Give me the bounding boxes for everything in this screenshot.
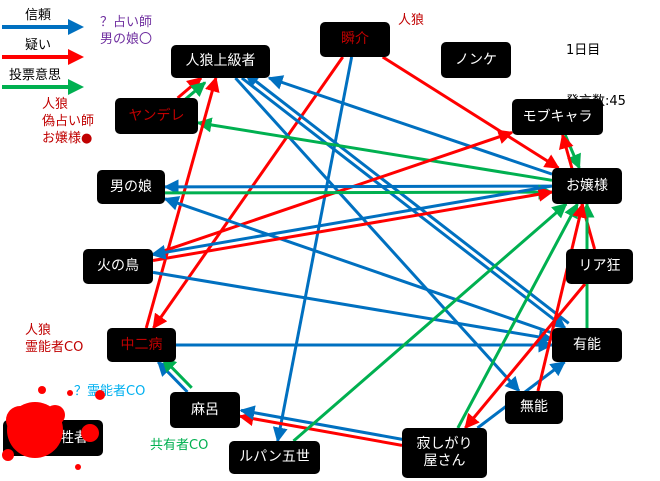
edge-doubt-yandere-to-jinrou_joukyu [176, 76, 203, 100]
edge-doubt-sabishigari-to-maro [238, 411, 403, 447]
node-ojousama[interactable]: お嬢様 [552, 168, 622, 204]
node-jinrou-joukyu[interactable]: 人狼上級者 [171, 45, 270, 78]
edge-trust-ojousama-to-hinotori [150, 184, 552, 260]
edge-trust-ojousama-to-otokonoko [163, 179, 553, 195]
edge-vote-ojousama-to-yandere [196, 117, 553, 182]
edge-trust-shunsuke-to-lupin [272, 56, 354, 443]
node-hinotori[interactable]: 火の鳥 [83, 249, 153, 284]
edge-trust-yuunou-to-jinrou_joukyu [244, 72, 570, 325]
annotation-uranai-q: ？占い師 男の娘〇 [100, 15, 153, 47]
node-chuunibyou[interactable]: 中二病 [107, 328, 176, 362]
legend-arrow-icon [2, 49, 84, 65]
node-riakyou[interactable]: リア狂 [566, 249, 633, 284]
legend-arrow-icon [2, 79, 84, 95]
node-maro[interactable]: 麻呂 [170, 392, 240, 428]
legend-label: 投票意思 [9, 68, 62, 83]
node-yuunou[interactable]: 有能 [552, 328, 622, 362]
annotation-chuuni-role: 人狼 霊能者CO [25, 323, 84, 355]
edge-trust-jinrou_joukyu-to-munou [234, 76, 521, 393]
edge-trust-hinotori-to-yuunou [152, 270, 554, 345]
node-shunsuke[interactable]: 瞬介 [320, 22, 390, 57]
legend-label: 疑い [25, 38, 52, 53]
post-count: 発言数:45 [566, 94, 626, 109]
edge-trust-ojousama-to-jinrou_joukyu [267, 75, 553, 176]
edge-vote-otokonoko-to-ojousama [165, 184, 554, 200]
edge-doubt-hinotori-to-ojousama [152, 186, 554, 262]
node-otokonoko[interactable]: 男の娘 [97, 170, 165, 204]
annotation-reinou-q: ？霊能者CO [74, 384, 146, 399]
annotation-kyouyuu: 共有者CO [150, 438, 209, 453]
day-label: 1日目 [566, 43, 601, 58]
node-sabishigari[interactable]: 寂しがり 屋さん [402, 428, 487, 478]
node-munou[interactable]: 無能 [505, 391, 563, 424]
edge-vote-lupin-to-ojousama [292, 202, 568, 443]
annotation-shunsuke-role: 人狼 [398, 13, 425, 28]
day-status: 1日目 発言数:45 [566, 8, 626, 144]
node-lupin[interactable]: ルパン五世 [229, 441, 320, 474]
edge-trust-jinrou_joukyu-to-yuunou [240, 76, 567, 330]
edge-trust-sabishigari-to-maro [239, 405, 404, 441]
edge-vote-sabishigari-to-ojousama [456, 202, 579, 429]
edge-doubt-munou-to-ojousama [536, 202, 587, 392]
edge-doubt-shunsuke-to-ojousama [381, 55, 560, 170]
legend-arrow-icon [2, 19, 84, 35]
node-nonke[interactable]: ノンケ [441, 42, 511, 78]
edge-doubt-riakyou-to-sabishigari [464, 283, 587, 430]
legend-label: 信頼 [25, 8, 52, 23]
node-mobchara[interactable]: モブキャラ [512, 99, 603, 135]
node-shonichi[interactable]: 初日犠牲者 [3, 420, 103, 456]
edge-trust-yuunou-to-otokonoko [163, 196, 553, 335]
annotation-yandere-role: 人狼 偽占い師 お嬢様● [42, 97, 95, 146]
node-yandere[interactable]: ヤンデレ [115, 98, 198, 134]
edge-vote-maro-to-chuunibyou [161, 356, 193, 389]
